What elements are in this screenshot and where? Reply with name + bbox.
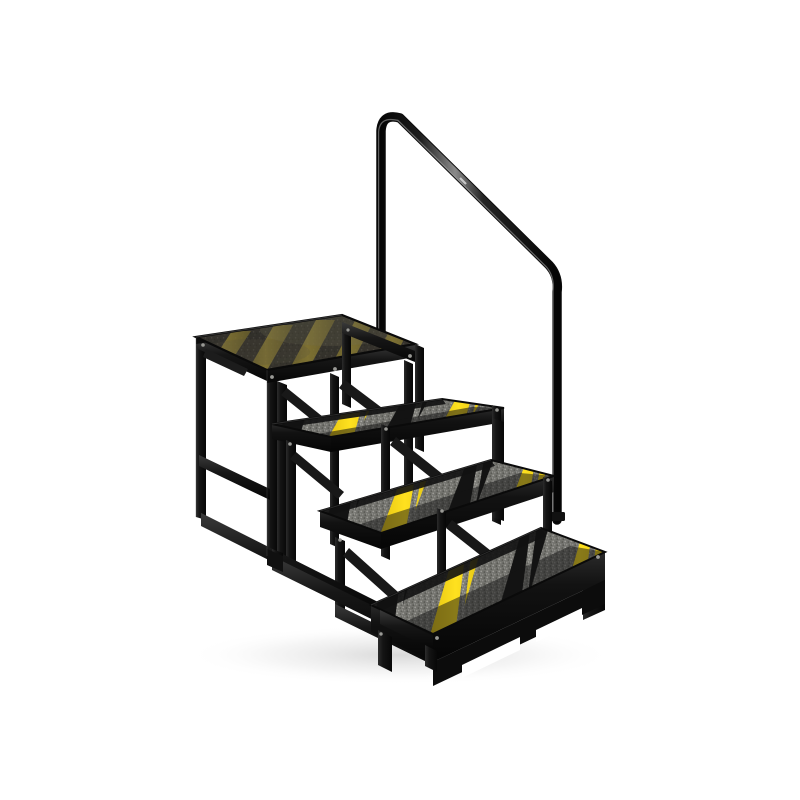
- curved-tube-handrail: [376, 112, 565, 525]
- step-2-bolts: [338, 478, 550, 542]
- step-1-cutout-slot-2: [536, 608, 582, 642]
- handrail-joint-marker: [459, 177, 467, 185]
- platform-bolts: [201, 328, 412, 379]
- handrail-highlight: [377, 118, 554, 516]
- step-2-post-mid: [437, 508, 446, 585]
- step-3-tread-edge: [271, 397, 505, 439]
- step-1-lower-frame: [433, 580, 605, 686]
- platform-right-upper-rail: [342, 322, 415, 362]
- platform-left-mid-rail: [199, 455, 270, 500]
- step-3-post-left: [286, 440, 296, 575]
- platform-back-left-leg: [196, 337, 206, 520]
- step-2-left-skirt: [320, 511, 381, 549]
- step-1-assembly: [368, 526, 608, 686]
- step-1-front-skirt: [433, 552, 605, 662]
- handrail-tube: [377, 113, 562, 524]
- step-1-tread-edge: [368, 526, 608, 636]
- platform-front-skirt: [267, 344, 415, 383]
- step-3-bolts: [288, 408, 499, 446]
- step-2-front-skirt: [381, 476, 554, 549]
- step-1-front-connector: [425, 645, 437, 672]
- step-3-front-skirt: [331, 408, 504, 452]
- edge-highlights: [195, 314, 542, 606]
- platform-front-left-leg: [267, 370, 277, 560]
- step-1-left-leg: [378, 630, 392, 672]
- step-3-brace-2: [390, 437, 450, 488]
- platform-front-post-a: [277, 381, 287, 560]
- step-1-bolts: [379, 555, 600, 640]
- front-lower-rail: [380, 610, 433, 650]
- step-3-left-skirt: [272, 424, 331, 452]
- step-2-brace-1: [343, 548, 398, 600]
- platform-left-gusset: [203, 349, 248, 376]
- front-left-foot: [267, 549, 283, 572]
- step-3-brace-1: [290, 452, 344, 499]
- handrail-base-bracket: [549, 512, 565, 521]
- step-2-tread-edge: [316, 458, 558, 535]
- foreground-frame-details: [267, 549, 437, 672]
- step-1-cutout-slot-1: [462, 637, 520, 678]
- platform-left-top-rail: [196, 337, 267, 381]
